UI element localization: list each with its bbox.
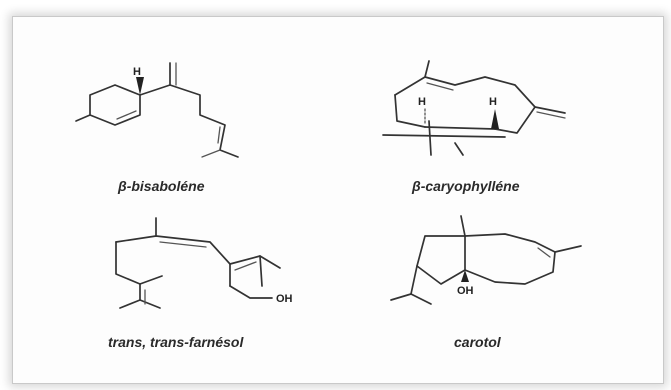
carotol-label: carotol bbox=[454, 334, 501, 350]
bisabolene-label: β-bisaboléne bbox=[118, 178, 205, 194]
caryophyllene-atom-h-left: H bbox=[418, 96, 426, 108]
carotol-bonds bbox=[390, 215, 582, 305]
farnesol-atom-oh: OH bbox=[276, 293, 293, 305]
carotol-structure: OH bbox=[390, 215, 582, 305]
structures-card bbox=[12, 16, 664, 384]
carotol-atom-oh: OH bbox=[457, 285, 474, 297]
caryophyllene-atom-h-right: H bbox=[489, 96, 497, 108]
caryophyllene-structure: H H bbox=[382, 60, 566, 156]
farnesol-structure: OH bbox=[115, 217, 293, 309]
farnesol-bonds bbox=[115, 217, 281, 309]
farnesol-label: trans, trans-farnésol bbox=[108, 334, 244, 350]
caryophyllene-bonds bbox=[382, 60, 566, 156]
bisabolene-bonds bbox=[75, 62, 239, 158]
caryophyllene-label: β-caryophylléne bbox=[412, 178, 520, 194]
bisabolene-structure: H bbox=[75, 62, 239, 158]
bisabolene-atom-h: H bbox=[133, 66, 141, 78]
